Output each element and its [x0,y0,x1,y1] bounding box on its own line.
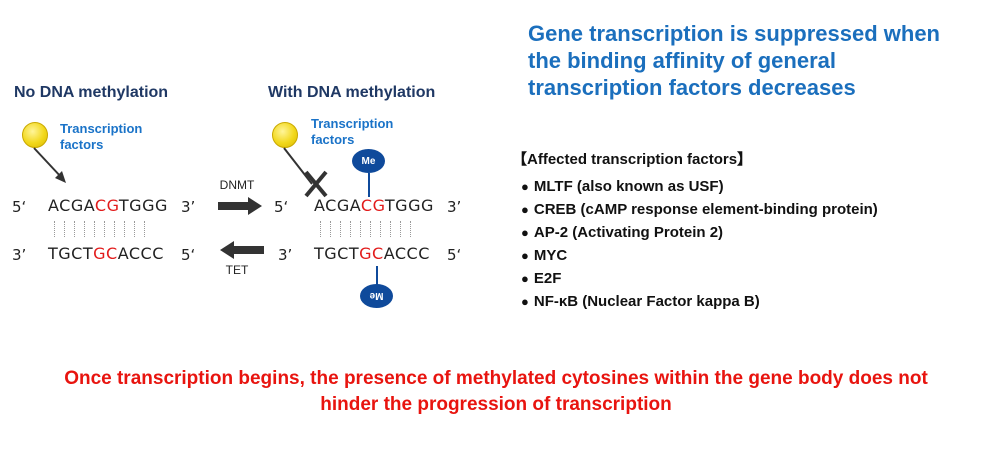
list-item: MLTF (also known as USF) [521,175,878,198]
list-item: E2F [521,267,878,290]
cg-site: CG [94,196,119,215]
transcription-factors-label: Transcription factors [60,121,143,152]
transcription-factors-label: Transcription factors [311,116,394,147]
left-top-3prime: 3’ [181,198,196,216]
no-methylation-title: No DNA methylation [14,84,169,101]
methylated-gc-site: GC [359,244,384,263]
gc-site: GC [93,244,118,263]
list-item: AP-2 (Activating Protein 2) [521,221,878,244]
tet-label: TET [225,263,249,277]
right-bottom-5prime: 5‘ [447,246,462,264]
left-bottom-5prime: 5‘ [181,246,196,264]
tet-reverse-arrow-icon [220,241,264,259]
left-bottom-strand: TGCTGCACCC [48,244,164,263]
affected-factors-title: 【Affected transcription factors】 [512,151,753,168]
left-top-5prime: 5‘ [12,198,27,216]
right-bottom-strand: TGCTGCACCC [314,244,430,263]
headline: Gene transcription is suppressed when th… [528,21,940,100]
list-item: MYC [521,244,878,267]
blocked-binding-icon [283,147,328,198]
right-top-strand: ACGACGTGGG [314,196,434,215]
bottom-note: Once transcription begins, the presence … [64,368,928,415]
methyl-link-bottom [376,266,378,286]
right-base-pair-lines [320,221,411,237]
methyl-group-badge-top: Me [352,149,385,173]
with-methylation-title: With DNA methylation [268,84,436,101]
list-item: NF-κB (Nuclear Factor kappa B) [521,290,878,313]
left-bottom-3prime: 3’ [12,246,27,264]
transcription-factor-ball-icon [272,122,298,148]
methyl-group-badge-bottom: Me [360,284,393,308]
right-bottom-3prime: 3’ [278,246,293,264]
methyl-link-top [368,173,370,197]
list-item: CREB (cAMP response element-binding prot… [521,198,878,221]
left-base-pair-lines [54,221,145,237]
dnmt-forward-arrow-icon [218,197,262,215]
tf-binding-arrow-icon [33,147,66,183]
left-top-strand: ACGACGTGGG [48,196,168,215]
affected-factors-list: MLTF (also known as USF) CREB (cAMP resp… [521,175,878,313]
dnmt-label: DNMT [219,178,255,192]
transcription-factor-ball-icon [22,122,48,148]
methylated-cg-site: CG [360,196,385,215]
right-top-5prime: 5‘ [274,198,289,216]
right-top-3prime: 3’ [447,198,462,216]
